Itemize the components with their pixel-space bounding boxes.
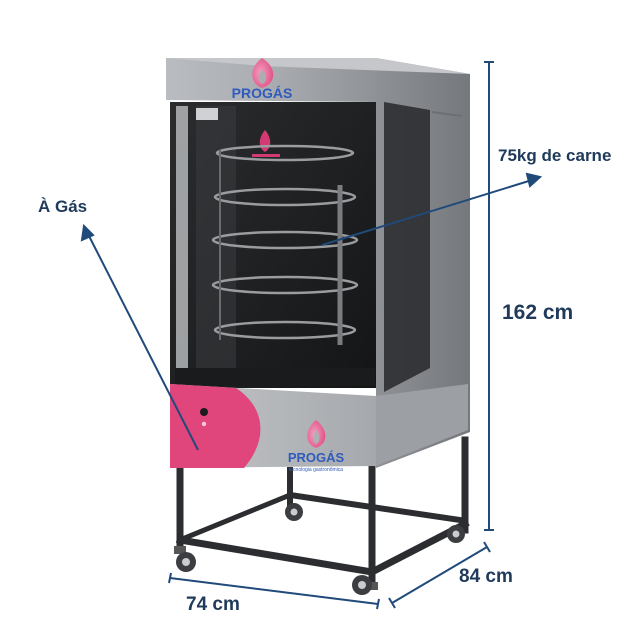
- caster-back-left: [285, 503, 303, 521]
- rotating-shelves: [211, 144, 359, 345]
- gas-arrow-head-icon: [80, 223, 95, 242]
- depth-label: 84 cm: [459, 566, 513, 587]
- height-label: 162 cm: [502, 301, 574, 324]
- stand-frame: [175, 436, 470, 589]
- capacity-arrow-line: [321, 179, 533, 246]
- capacity-arrow-head-icon: [525, 172, 543, 188]
- side-glass-window: [384, 102, 430, 392]
- width-dimension-line: [169, 577, 379, 605]
- caster-back-right: [447, 525, 465, 543]
- gas-label: À Gás: [38, 197, 88, 216]
- annotation-lines: [80, 61, 543, 610]
- flame-logo-icon: [307, 420, 326, 448]
- caster-wheels: [174, 503, 465, 595]
- indicator-light-icon: [201, 421, 207, 427]
- front-logo-tagline: tecnologia gastronômica: [289, 467, 343, 473]
- depth-dimension-line: [391, 546, 488, 604]
- door-hinge-strip: [176, 106, 188, 384]
- width-label: 74 cm: [186, 594, 240, 615]
- capacity-label: 75kg de carne: [498, 146, 612, 165]
- gas-arrow-line: [87, 233, 199, 451]
- caster-front-left: [174, 546, 196, 572]
- burner-tray: [175, 368, 375, 386]
- flame-logo-icon: [252, 58, 274, 88]
- front-logo: PROGÁS tecnologia gastronômica: [288, 420, 345, 473]
- top-logo: PROGÁS: [232, 58, 293, 101]
- side-base-panel: [376, 384, 468, 466]
- caster-front-right: [352, 575, 378, 595]
- door-hinge: [196, 108, 218, 120]
- top-logo-text: PROGÁS: [232, 85, 293, 101]
- top-cover: [166, 58, 470, 74]
- pink-control-panel: [170, 384, 261, 468]
- front-logo-text: PROGÁS: [288, 450, 345, 465]
- gas-knob-icon[interactable]: [200, 408, 208, 416]
